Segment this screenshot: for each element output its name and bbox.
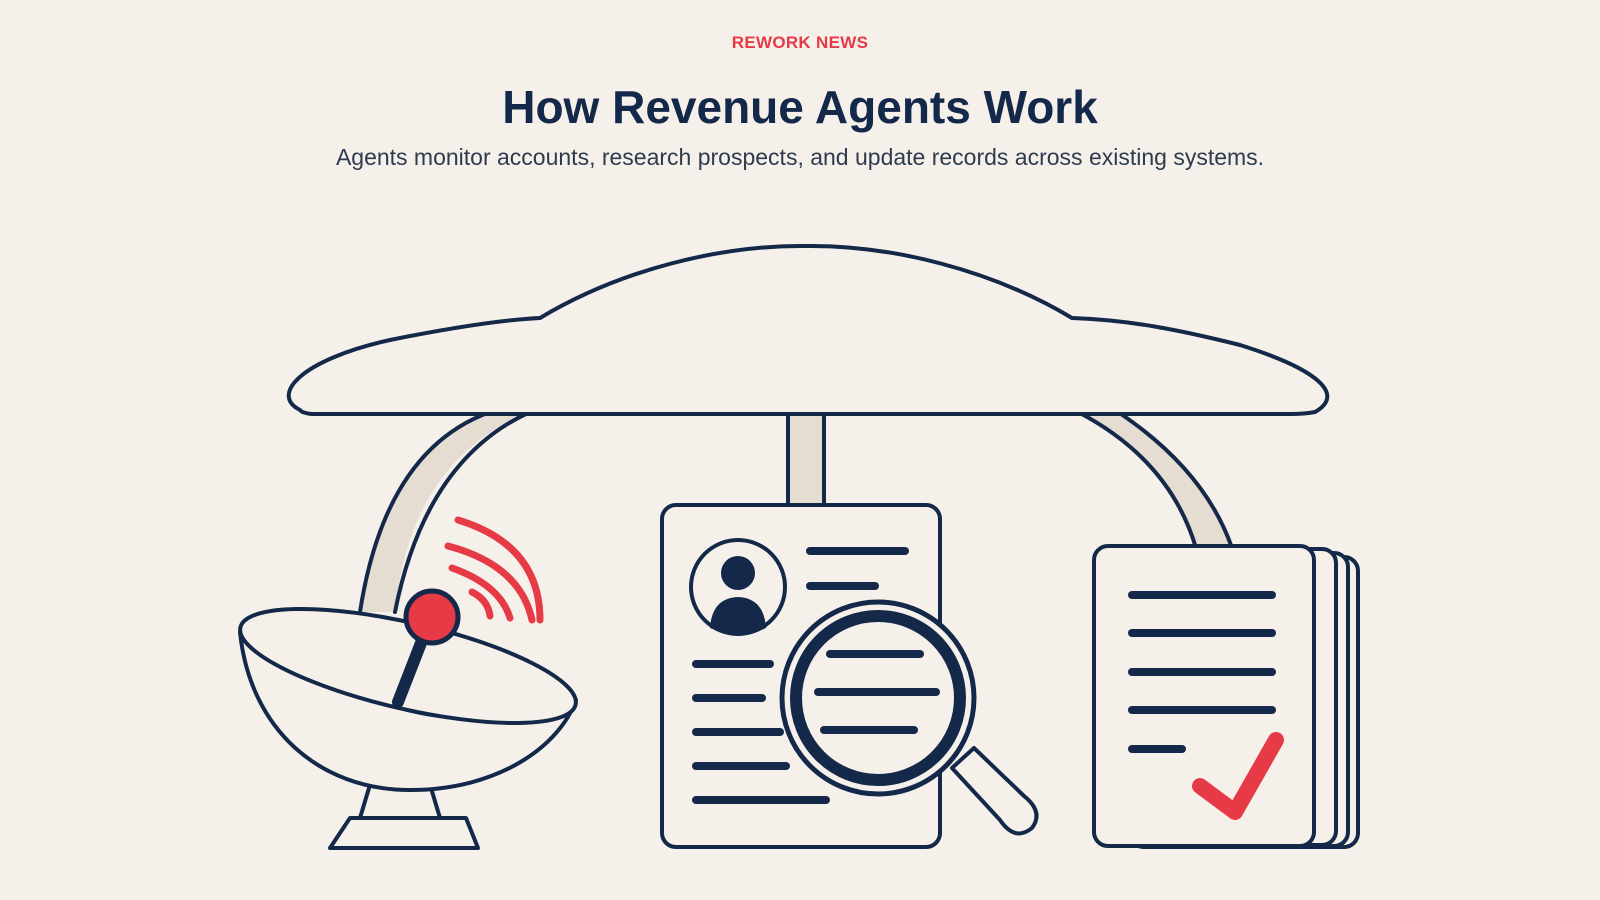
- connector-left: [360, 412, 530, 612]
- connectors: [358, 408, 1234, 614]
- satellite-dish-icon: [238, 516, 578, 850]
- signal-waves-icon: [444, 516, 544, 624]
- page-subtitle: Agents monitor accounts, research prospe…: [335, 144, 1265, 170]
- connector-right: [1078, 412, 1232, 548]
- brand-kicker: REWORK NEWS: [731, 33, 869, 52]
- cloud-icon: [286, 243, 1330, 416]
- page-title: How Revenue Agents Work: [502, 81, 1098, 133]
- dish-signal-node: [403, 588, 461, 646]
- checkmark-icon: [1192, 732, 1284, 820]
- profile-document-magnifier-icon: [660, 503, 1039, 849]
- magnifier-icon: [779, 599, 1039, 836]
- checked-document-stack-icon: [1092, 544, 1360, 849]
- connector-center: [788, 410, 824, 505]
